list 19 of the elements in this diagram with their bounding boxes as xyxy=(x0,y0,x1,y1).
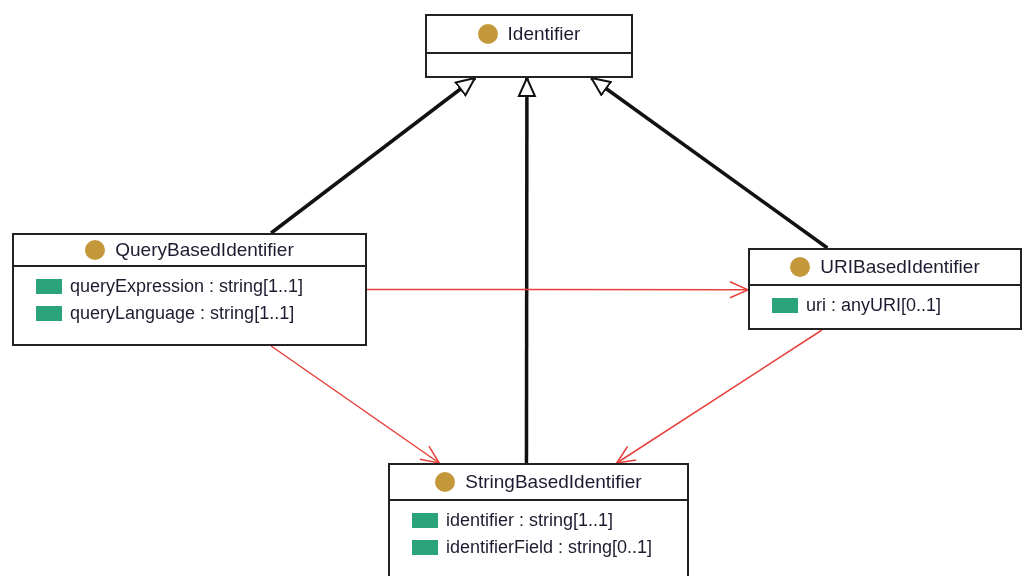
association-arrow xyxy=(366,281,749,299)
attribute-text: queryLanguage : string[1..1] xyxy=(70,303,295,324)
class-name: QueryBasedIdentifier xyxy=(115,239,294,261)
class-box xyxy=(748,248,1022,330)
association-arrow xyxy=(616,329,823,464)
attribute-text: identifierField : string[0..1] xyxy=(446,537,653,558)
class-name: URIBasedIdentifier xyxy=(820,256,980,278)
generalization-arrow xyxy=(517,77,536,463)
attribute-text: queryExpression : string[1..1] xyxy=(70,276,304,297)
class-box xyxy=(12,233,367,346)
attribute-text: identifier : string[1..1] xyxy=(446,510,614,531)
class-name: Identifier xyxy=(507,23,581,45)
generalization-arrow xyxy=(590,76,829,250)
class-box xyxy=(388,463,689,576)
class-name: StringBasedIdentifier xyxy=(465,471,642,493)
attribute-text: uri : anyURI[0..1] xyxy=(806,295,942,316)
association-arrow xyxy=(270,345,440,464)
generalization-arrow xyxy=(270,76,476,235)
class-box xyxy=(425,14,633,78)
